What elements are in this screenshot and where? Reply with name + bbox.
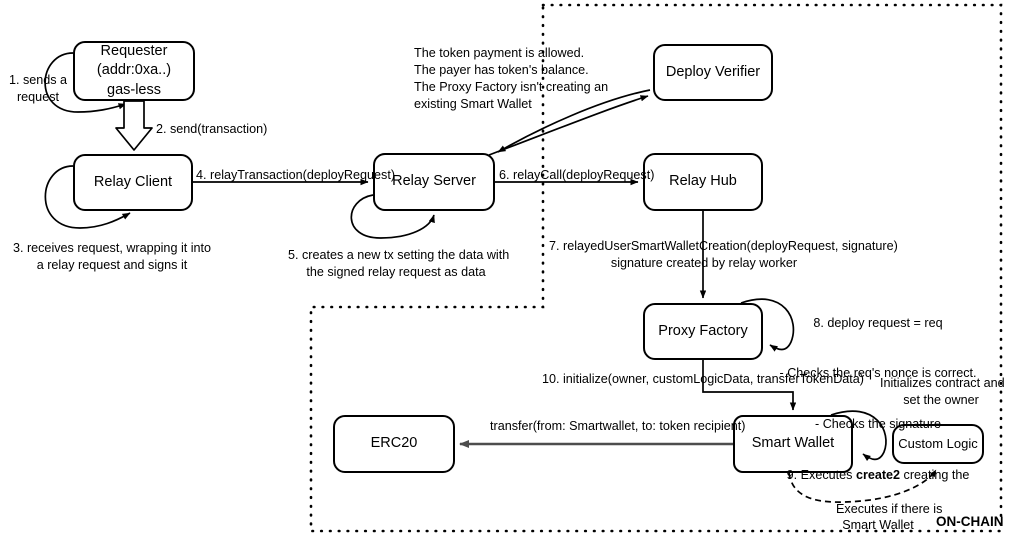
node-proxy-factory[interactable]: Proxy Factory (643, 303, 763, 360)
label-step8-line3: - Checks the signature (815, 417, 941, 431)
label-step6: 6. relayCall(deployRequest) (499, 168, 655, 182)
node-custom-logic[interactable]: Custom Logic (892, 424, 984, 464)
node-erc20[interactable]: ERC20 (333, 415, 455, 473)
label-step3: 3. receives request, wrapping it into a … (12, 241, 212, 272)
label-step4: 4. relayTransaction(deployRequest) (196, 168, 396, 182)
label-step2: 2. send(transaction) (156, 122, 268, 136)
node-relay-client[interactable]: Relay Client (73, 154, 193, 211)
label-step1: 1. sends a request (8, 73, 68, 104)
arrow-step5-self-loop (350, 194, 435, 239)
node-deploy-verifier[interactable]: Deploy Verifier (653, 44, 773, 101)
node-smart-wallet[interactable]: Smart Wallet (733, 415, 853, 473)
arrow-step1-self-loop (44, 52, 127, 113)
arrow-executes-custom-logic (788, 469, 937, 503)
arrow-smart-wallet-self-loop (830, 410, 887, 462)
label-initializes-contract: Initializes contract and set the owner (880, 376, 1005, 407)
label-step9-bold: create2 (855, 467, 901, 482)
node-smart-wallet-label: Smart Wallet (751, 435, 835, 452)
node-deploy-verifier-label: Deploy Verifier (665, 63, 761, 80)
label-step9-line1: 9. Executes create2 creating the (770, 467, 986, 484)
node-requester-label: Requester (addr:0xa..) gas-less (96, 43, 172, 98)
arrow-verifier-request (488, 95, 649, 156)
node-proxy-factory-label: Proxy Factory (658, 322, 748, 339)
node-relay-server-label: Relay Server (392, 173, 476, 190)
label-step10: 10. initialize(owner, customLogicData, t… (542, 372, 864, 386)
label-step9-suffix: creating the (900, 467, 970, 482)
on-chain-boundary (309, 3, 1003, 533)
node-relay-hub[interactable]: Relay Hub (643, 153, 763, 211)
label-step9-prefix: 9. Executes (786, 467, 856, 482)
label-deploy-verifier-conditions: The token payment is allowed. The payer … (414, 46, 609, 111)
label-step8-line1: 8. deploy request = req (813, 315, 943, 330)
node-erc20-label: ERC20 (370, 435, 418, 452)
label-step5: 5. creates a new tx setting the data wit… (288, 248, 510, 279)
arrow-step2-send-transaction (115, 100, 153, 151)
label-step7: 7. relayedUserSmartWalletCreation(deploy… (549, 239, 898, 270)
label-executes-if-there-is: Executes if there is (836, 502, 943, 516)
node-custom-logic-label: Custom Logic (898, 436, 978, 452)
node-requester[interactable]: Requester (addr:0xa..) gas-less (73, 41, 195, 101)
node-relay-hub-label: Relay Hub (669, 173, 737, 190)
label-on-chain: ON-CHAIN (936, 514, 1004, 529)
label-step9-line2: Smart Wallet (842, 518, 914, 533)
arrow-step8-9-self-loop (740, 298, 795, 352)
label-transfer: transfer(from: Smartwallet, to: token re… (490, 419, 746, 433)
arrow-verifier-response (497, 89, 651, 153)
arrow-step3-self-loop (44, 165, 131, 229)
arrow-step10-initialize (702, 360, 797, 411)
label-step8-line2: - Checks the req's nonce is correct. (779, 366, 977, 381)
label-step8-9: 8. deploy request = req - Checks the req… (770, 281, 986, 538)
node-relay-server[interactable]: Relay Server (373, 153, 495, 211)
node-relay-client-label: Relay Client (93, 173, 173, 190)
